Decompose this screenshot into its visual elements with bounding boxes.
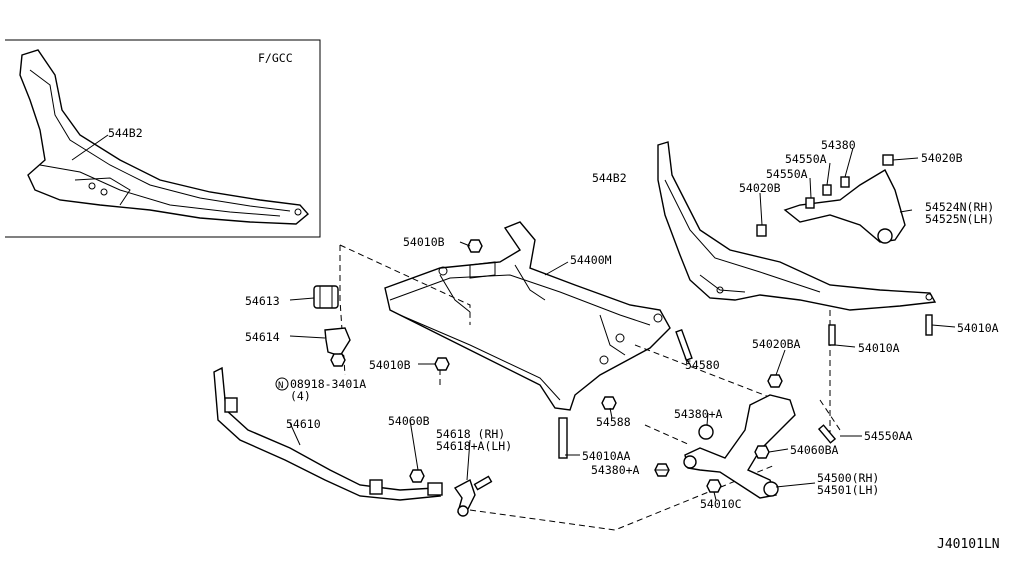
callout-54010C: 54010C — [700, 497, 742, 511]
connecting-rod-drawing — [453, 478, 476, 517]
callout-54610: 54610 — [286, 417, 321, 431]
callout-54060B: 54060B — [388, 414, 430, 428]
callout-08918-number: 08918-3401A — [290, 377, 366, 391]
callout-54380A-upper: 54380+A — [674, 407, 723, 421]
callout-54618-rh: 54618 (RH) — [436, 427, 505, 441]
callout-08918-prefix: N — [278, 381, 283, 391]
callout-54614: 54614 — [245, 330, 280, 344]
callout-54020B-right: 54020B — [921, 151, 963, 165]
bushing-drawing — [313, 285, 339, 309]
callout-54010A-mid: 54010A — [858, 341, 900, 355]
upper-link-drawing — [756, 154, 906, 244]
callout-54501-lh: 54501(LH) — [817, 483, 879, 497]
inset-crossmember-drawing — [19, 49, 310, 225]
callout-54400M: 54400M — [570, 253, 612, 267]
inset-label: F/GCC — [258, 51, 293, 65]
callout-54060BA: 54060BA — [790, 443, 839, 457]
callout-54010B-bottom: 54010B — [369, 358, 411, 372]
callout-54525N-lh: 54525N(LH) — [925, 212, 994, 226]
stabilizer-bar-drawing — [213, 366, 443, 501]
fasteners-drawing — [330, 239, 933, 493]
callout-54613: 54613 — [245, 294, 280, 308]
callout-54500-rh: 54500(RH) — [817, 471, 879, 485]
callout-54550A-upper: 54550A — [785, 152, 827, 166]
front-crossmember-drawing — [384, 221, 671, 411]
callout-labels: 544B2 54400M 54010B 54010B 54613 54614 N… — [245, 138, 1000, 552]
callout-54010B-top: 54010B — [403, 235, 445, 249]
rear-member-drawing — [657, 141, 937, 311]
callout-54010AA: 54010AA — [582, 449, 631, 463]
callout-54588: 54588 — [596, 415, 631, 429]
callout-54550AA: 54550AA — [864, 429, 913, 443]
callout-544B2: 544B2 — [592, 171, 627, 185]
callout-54010A-right: 54010A — [957, 321, 999, 335]
callout-54524N-rh: 54524N(RH) — [925, 200, 994, 214]
callout-54618-lh: 54618+A(LH) — [436, 439, 512, 453]
callout-54380A-lower: 54380+A — [591, 463, 640, 477]
callout-08918-qty: (4) — [290, 389, 311, 403]
leader-lines — [289, 147, 956, 501]
lower-link-drawing — [683, 394, 796, 499]
callout-54020BA: 54020BA — [752, 337, 801, 351]
inset-callout-544B2: 544B2 — [108, 126, 143, 140]
diagram-id: J40101LN — [937, 537, 1000, 552]
callout-54020B-left: 54020B — [739, 181, 781, 195]
callout-08918: N 08918-3401A (4) — [275, 377, 366, 403]
inset-panel: F/GCC 544B2 — [5, 39, 321, 238]
callout-54550A-lower: 54550A — [766, 167, 808, 181]
callout-54580: 54580 — [685, 358, 720, 372]
callout-54380: 54380 — [821, 138, 856, 152]
